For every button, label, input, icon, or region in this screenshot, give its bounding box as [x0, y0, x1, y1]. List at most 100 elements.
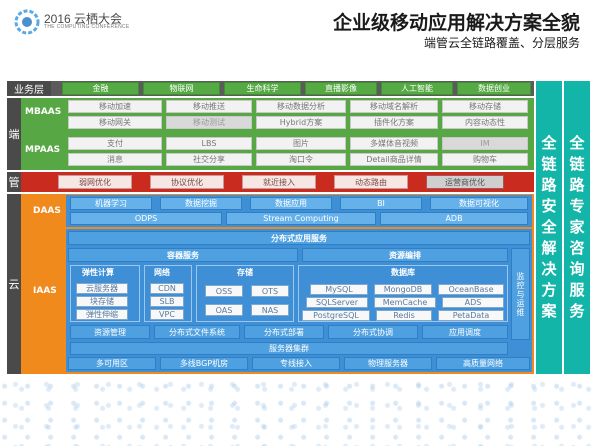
logo-subtitle: THE COMPUTING CONFERENCE [44, 24, 130, 30]
database-group [298, 265, 508, 322]
database-title: 数据库 [391, 268, 415, 277]
database-item: Redis [376, 310, 432, 321]
mbaas-item: 移动数据分析 [256, 100, 346, 113]
mbaas-item: 移动网关 [68, 116, 162, 129]
mpaas-item: 社交分享 [166, 153, 252, 166]
elastic-item: 云服务器 [76, 283, 128, 294]
storage-item: OAS [205, 304, 243, 316]
database-item: PetaData [438, 310, 504, 321]
storage-item: OTS [251, 285, 289, 297]
daas-item: 数据可视化 [430, 197, 528, 210]
storage-group [196, 265, 294, 322]
mgmt-item: 分布式文件系统 [154, 325, 240, 339]
mpaas-item: 多媒体音视频 [350, 137, 438, 150]
storage-item: OSS [205, 285, 243, 297]
mpaas-item: 购物车 [442, 153, 528, 166]
network-item: SLB [150, 296, 184, 307]
database-item: MySQL [310, 284, 368, 295]
background-dots [0, 376, 600, 446]
mgmt-item: 资源管理 [70, 325, 150, 339]
distributed-app-service: 分布式应用服务 [68, 231, 530, 245]
mbaas-item: 内容动态性 [442, 116, 528, 129]
network-item: VPC [150, 309, 184, 320]
cloud-logo-icon [14, 9, 40, 35]
iaas-label: IAAS [33, 286, 57, 296]
daas-item: 数据应用 [250, 197, 332, 210]
mpaas-item: 淘口令 [256, 153, 346, 166]
database-item: MongoDB [374, 284, 432, 295]
mbaas-item: 移动推送 [166, 100, 252, 113]
page-title: 企业级移动应用解决方案全貌 [332, 12, 580, 34]
infra-item: 专线接入 [252, 357, 340, 370]
business-item: 人工智能 [381, 82, 453, 95]
logo-title: 2016 云栖大会 [44, 12, 123, 26]
duan-label: 端 [7, 98, 21, 170]
mpaas-item: Detail商品详情 [350, 153, 438, 166]
mbaas-label: MBAAS [25, 107, 62, 117]
network-item: CDN [150, 283, 184, 294]
database-item: PostgreSQL [302, 310, 370, 321]
mbaas-item: Hybrid方案 [256, 116, 346, 129]
network-title: 网络 [154, 268, 170, 277]
daas-label: DAAS [33, 206, 61, 216]
database-item: MemCache [374, 297, 436, 308]
pipe-item: 弱网优化 [58, 175, 132, 189]
daas-item: ODPS [70, 212, 222, 225]
elastic-compute-title: 弹性计算 [82, 268, 114, 277]
business-layer-label: 业务层 [7, 81, 51, 96]
pipe-item: 运营商优化 [426, 175, 504, 189]
security-column: 全链路安全解决方案 [536, 81, 562, 374]
mpaas-item: 图片 [256, 137, 346, 150]
pipe-item: 协议优化 [150, 175, 224, 189]
elastic-compute-group [70, 265, 140, 322]
database-item: ADS [442, 297, 504, 308]
consulting-label: 全链路专家咨询服务 [569, 134, 585, 320]
business-item: 直播影像 [305, 82, 377, 95]
infra-item: 多可用区 [68, 357, 156, 370]
infra-item: 高质量网络 [436, 357, 530, 370]
daas-item: ADB [380, 212, 528, 225]
mpaas-item: IM [442, 137, 528, 150]
monitor-ops-label: 监控与运维 [516, 271, 525, 317]
storage-title: 存储 [237, 268, 253, 277]
network-group [144, 265, 192, 322]
daas-item: 机器学习 [70, 197, 152, 210]
mbaas-item: 插件化方案 [350, 116, 438, 129]
database-item: SQLServer [306, 297, 368, 308]
pipe-item: 动态路由 [334, 175, 408, 189]
mpaas-item: 消息 [68, 153, 162, 166]
consulting-column: 全链路专家咨询服务 [564, 81, 590, 374]
mgmt-item: 分布式协调 [328, 325, 418, 339]
daas-item: 数据挖掘 [160, 197, 242, 210]
security-label: 全链路安全解决方案 [541, 134, 557, 320]
mbaas-item: 移动加速 [68, 100, 162, 113]
infra-item: 多线BGP机房 [160, 357, 248, 370]
business-item: 物联网 [143, 82, 220, 95]
elastic-item: 弹性伸缩 [76, 309, 128, 320]
mpaas-item: LBS [166, 137, 252, 150]
daas-item: Stream Computing [226, 212, 376, 225]
business-item: 生命科学 [224, 82, 301, 95]
mpaas-label: MPAAS [25, 145, 61, 155]
page-subtitle: 端管云全链路覆盖、分层服务 [423, 36, 580, 50]
business-item: 金融 [62, 82, 139, 95]
database-item: OceanBase [438, 284, 504, 295]
elastic-item: 块存储 [76, 296, 128, 307]
mbaas-item: 移动域名解析 [350, 100, 438, 113]
server-cluster: 服务器集群 [70, 342, 508, 355]
business-item: 数据创业 [457, 82, 531, 95]
mbaas-item: 移动测试 [166, 116, 252, 129]
storage-item: NAS [251, 304, 289, 316]
guan-label: 管 [7, 172, 21, 192]
mpaas-item: 支付 [68, 137, 162, 150]
mgmt-item: 分布式部署 [244, 325, 324, 339]
pipe-item: 就近接入 [242, 175, 316, 189]
resource-orchestration: 资源编排 [302, 248, 508, 262]
infra-item: 物理服务器 [344, 357, 432, 370]
mgmt-item: 应用调度 [422, 325, 508, 339]
yun-label: 云 [7, 194, 21, 374]
mbaas-item: 移动存储 [442, 100, 528, 113]
monitor-ops: 监控与运维 [511, 248, 530, 340]
container-service: 容器服务 [68, 248, 298, 262]
daas-item: BI [340, 197, 422, 210]
